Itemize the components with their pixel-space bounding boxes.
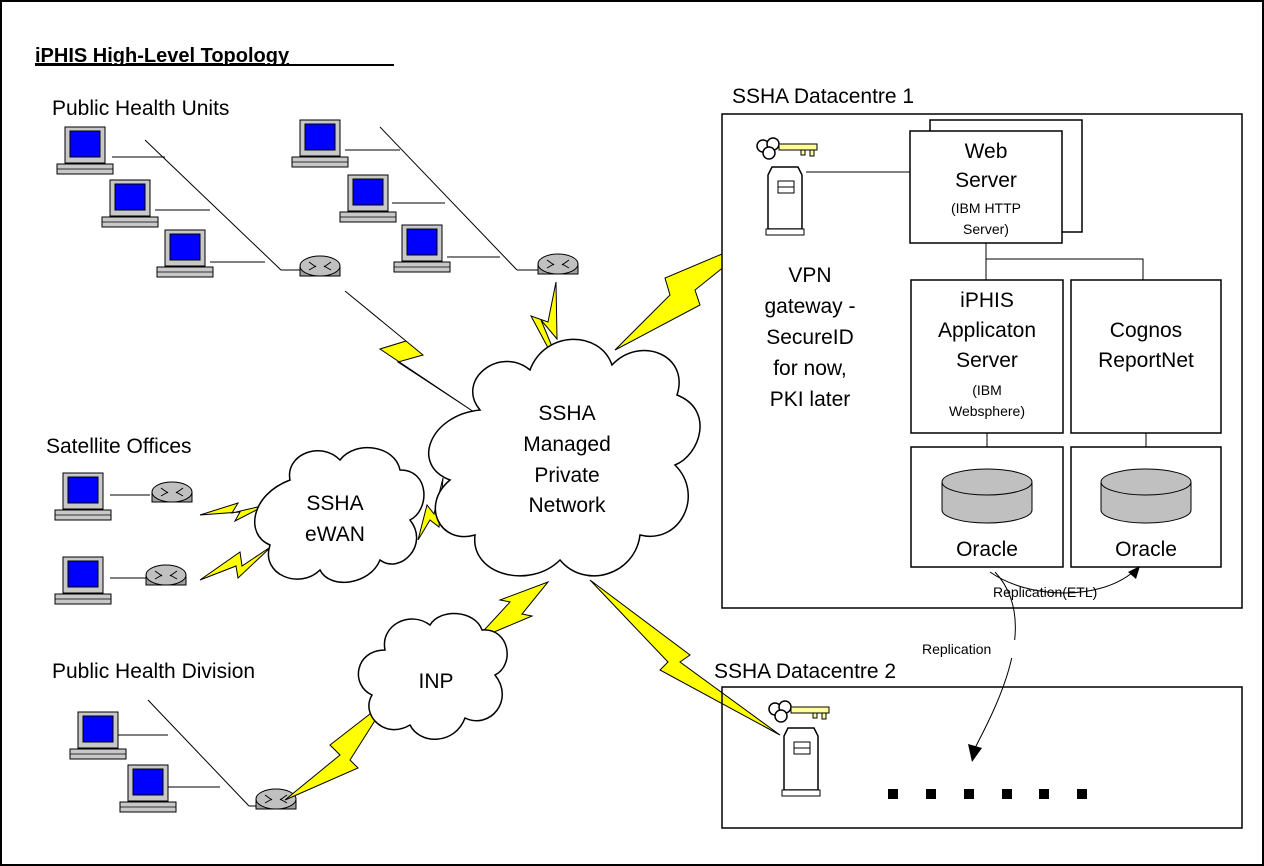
computer-icon: [291, 119, 349, 168]
app-server-label-line1: iPHIS: [960, 289, 1014, 312]
computer-icon: [101, 179, 159, 228]
vpn-label-line2: gateway -: [764, 295, 855, 318]
public-health-division-label: Public Health Division: [52, 660, 255, 683]
ssha-managed-private-network-cloud: [428, 338, 701, 577]
network-label-line3: Private: [534, 464, 599, 487]
vpn-gateway-icon: [765, 166, 805, 236]
lightning-link: [589, 579, 781, 736]
datacentre1-label: SSHA Datacentre 1: [732, 85, 914, 108]
oracle-label-left: Oracle: [956, 538, 1018, 561]
lightning-link: [344, 290, 475, 413]
web-server-sub-line1: (IBM HTTP: [951, 200, 1021, 216]
web-server-sub-line2: Server): [963, 221, 1009, 237]
replication-arrow: [974, 571, 1016, 749]
replication-etl-label: Replication(ETL): [993, 584, 1097, 600]
public-health-division-lan: [69, 699, 297, 813]
web-to-reporting-link: [986, 258, 1144, 280]
router-icon: [151, 481, 193, 503]
reporting-label-line1: Cognos: [1110, 319, 1182, 342]
database-icon: [1100, 468, 1192, 524]
router-icon: [145, 564, 187, 586]
reporting-server-box: [1070, 279, 1222, 434]
satellite-offices-label: Satellite Offices: [46, 435, 192, 458]
replication-label-bg: [918, 640, 1030, 658]
oracle-label-right: Oracle: [1115, 538, 1177, 561]
network-label-line2: Managed: [523, 433, 611, 456]
arrowhead-icon: [1128, 566, 1140, 579]
inp-cloud: [357, 612, 508, 740]
lightning-link: [417, 477, 444, 541]
ellipsis-dots: [888, 789, 1087, 799]
computer-icon: [69, 711, 127, 760]
app-server-label-line3: Server: [956, 349, 1018, 372]
diagram-title: iPHIS High-Level Topology: [35, 45, 290, 67]
app-server-sub-line2: Websphere): [949, 403, 1025, 419]
router-icon: [299, 255, 341, 277]
computer-icon: [393, 224, 451, 273]
network-label-line4: Network: [528, 494, 606, 517]
vpn-gateway-icon: [781, 727, 821, 797]
network-label-line1: SSHA: [538, 402, 595, 425]
arrowhead-icon: [968, 744, 982, 762]
app-server-label-line2: Applicaton: [938, 319, 1036, 342]
web-server-label-line1: Web: [965, 140, 1008, 163]
ewan-label-line1: SSHA: [306, 492, 363, 515]
replication-etl-arrow: [989, 571, 1134, 594]
lightning-link: [199, 545, 273, 581]
ewan-label-line2: eWAN: [305, 523, 365, 546]
vpn-label-line1: VPN: [788, 264, 831, 287]
web-server-box: [909, 130, 1063, 244]
computer-icon: [56, 126, 114, 175]
lightning-link: [474, 580, 550, 641]
database-icon: [941, 468, 1033, 524]
computer-icon: [54, 556, 112, 605]
router-icon: [537, 253, 579, 275]
computer-icon: [339, 174, 397, 223]
datacentre2-label: SSHA Datacentre 2: [714, 660, 896, 683]
vpn-label-line4: for now,: [773, 357, 847, 380]
replication-label: Replication: [922, 641, 991, 657]
app-server-sub-line1: (IBM: [972, 382, 1002, 398]
public-health-units-label: Public Health Units: [52, 97, 229, 120]
computer-icon: [119, 764, 177, 813]
vpn-label-line3: SecureID: [766, 326, 854, 349]
computer-icon: [54, 472, 112, 521]
app-server-box: [910, 279, 1064, 434]
router-icon: [255, 788, 297, 810]
public-health-units-lan: [56, 119, 579, 278]
ssha-ewan-cloud: [254, 446, 425, 584]
web-server-label-line2: Server: [955, 169, 1017, 192]
satellite-offices-lan: [54, 472, 193, 605]
vpn-label-line5: PKI later: [770, 388, 851, 411]
computer-icon: [156, 229, 214, 278]
key-icon: [768, 700, 830, 723]
datacentre2-box: [721, 686, 1243, 829]
inp-label: INP: [418, 670, 453, 693]
reporting-label-line2: ReportNet: [1098, 349, 1194, 372]
